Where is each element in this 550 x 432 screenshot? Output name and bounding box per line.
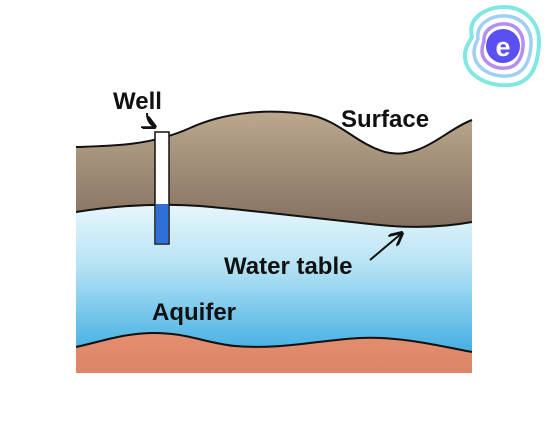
- logo-core: [486, 29, 520, 63]
- logo-middle-ring: [472, 14, 533, 78]
- water-table-label: Water table: [224, 253, 352, 280]
- bedrock-line: [75, 331, 473, 353]
- well-water: [155, 204, 169, 244]
- logo-outer-ring: [462, 4, 542, 88]
- well-arrow: [147, 112, 155, 127]
- logo-e-icon: e: [462, 4, 542, 88]
- aquifer-layer: [76, 204, 472, 373]
- logo-letter: e: [495, 32, 510, 62]
- surface-line: [75, 110, 473, 155]
- logo-inner-ring: [480, 22, 525, 70]
- well-label: Well: [113, 88, 162, 115]
- well: [154, 131, 170, 245]
- surface-label: Surface: [341, 106, 429, 133]
- bedrock-layer: [76, 332, 472, 373]
- water-table-line: [75, 203, 473, 228]
- soil-layer: [76, 111, 472, 227]
- water-table-arrow: [369, 233, 402, 261]
- aquifer-label: Aquifer: [152, 299, 236, 326]
